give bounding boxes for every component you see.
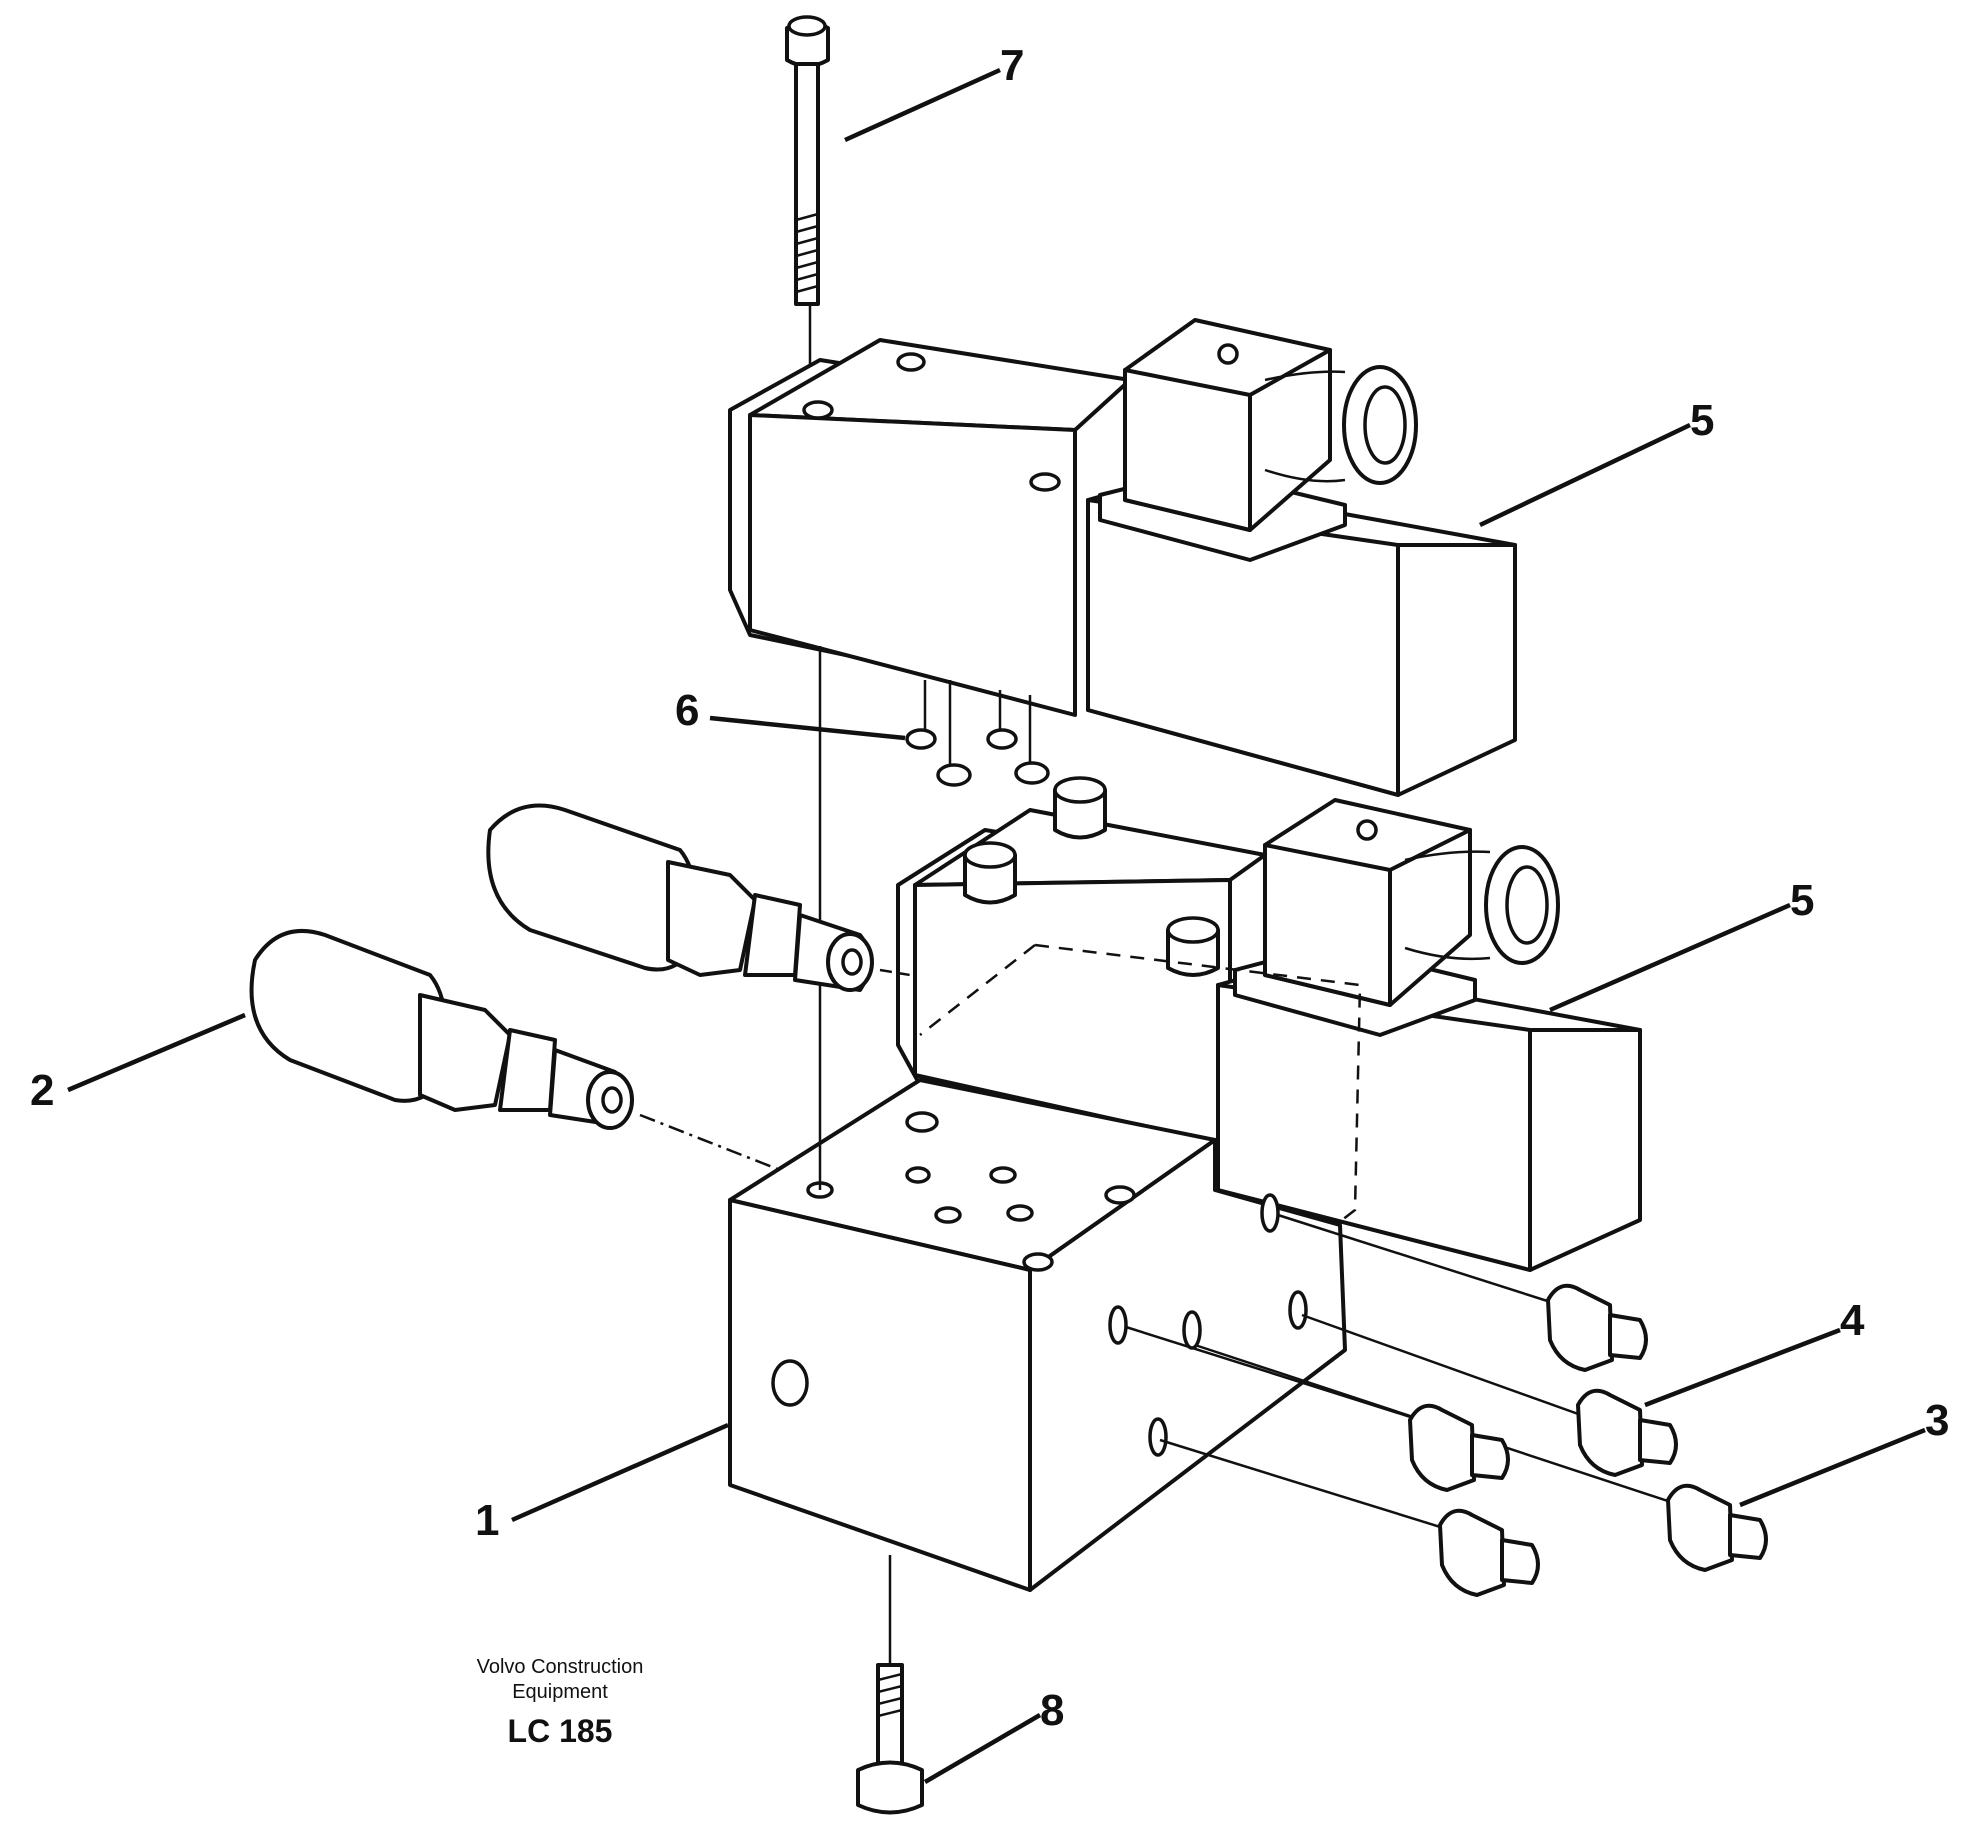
- manufacturer-line-2: Equipment: [512, 1681, 608, 1703]
- leader-3: [1739, 1427, 1926, 1508]
- callout-5-upper: 5: [1690, 396, 1714, 445]
- part-7-socket-head-screw: [785, 15, 830, 400]
- part-1-manifold-block: [728, 646, 1347, 1665]
- part-3-4-plugs: [1125, 1213, 1768, 1597]
- leader-1: [511, 1422, 729, 1523]
- part-5-lower-solenoid-valve: [896, 776, 1642, 1296]
- manufacturer-line-1: Volvo Construction: [477, 1656, 644, 1678]
- callout-2: 2: [30, 1066, 54, 1115]
- callout-6: 6: [675, 686, 699, 735]
- callout-4: 4: [1840, 1296, 1865, 1345]
- callout-5-lower: 5: [1790, 876, 1814, 925]
- part-2-pressure-valves: [249, 803, 911, 1172]
- leader-5-lower: [1549, 902, 1791, 1013]
- leader-5-upper: [1479, 422, 1691, 528]
- model-code: LC 185: [508, 1713, 613, 1749]
- leader-8: [923, 1713, 1042, 1784]
- part-8-bottom-screw: [856, 1663, 924, 1815]
- leader-lines: [67, 67, 1926, 1784]
- part-5-upper-solenoid-valve: [728, 318, 1517, 797]
- leader-2: [67, 1012, 246, 1093]
- leader-4: [1644, 1327, 1841, 1408]
- part-6-o-rings: [905, 728, 1050, 787]
- callout-7: 7: [1000, 41, 1024, 90]
- callout-3: 3: [1925, 1396, 1949, 1445]
- callout-8: 8: [1040, 1686, 1064, 1735]
- callout-1: 1: [475, 1496, 499, 1545]
- leader-7: [844, 67, 1001, 143]
- leader-6: [709, 715, 906, 741]
